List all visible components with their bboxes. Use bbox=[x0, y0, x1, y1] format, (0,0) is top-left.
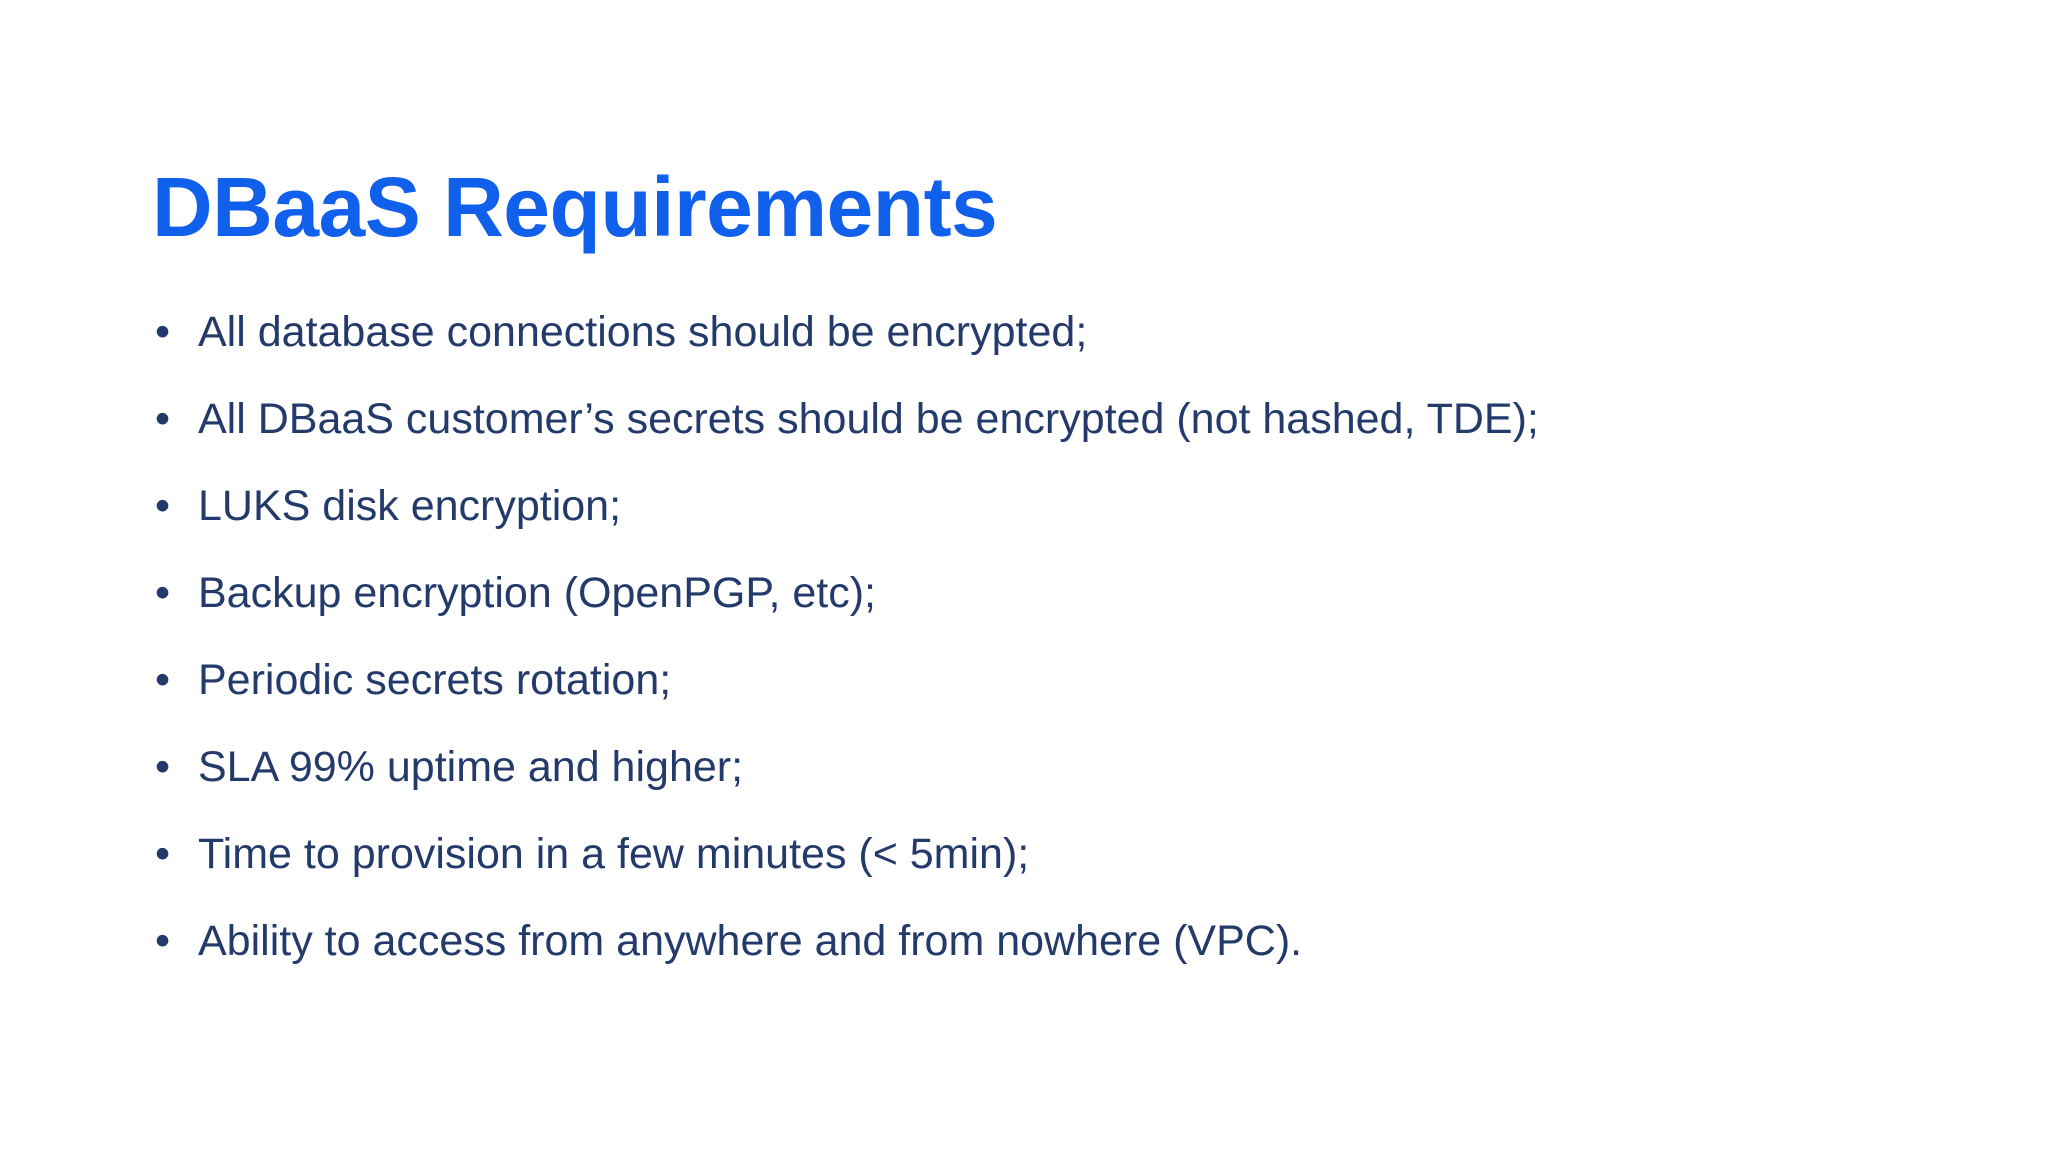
list-item: • All DBaaS customer’s secrets should be… bbox=[155, 392, 1975, 479]
bullet-point-icon: • bbox=[155, 656, 171, 704]
bullet-point-icon: • bbox=[155, 569, 171, 617]
list-item-label: Backup encryption (OpenPGP, etc); bbox=[198, 569, 877, 617]
list-item: • SLA 99% uptime and higher; bbox=[155, 740, 1975, 827]
list-item: • Backup encryption (OpenPGP, etc); bbox=[155, 566, 1975, 653]
bullet-point-icon: • bbox=[155, 395, 171, 443]
list-item: • LUKS disk encryption; bbox=[155, 479, 1975, 566]
bullet-point-icon: • bbox=[155, 917, 171, 965]
bullet-point-icon: • bbox=[155, 743, 171, 791]
list-item-label: All database connections should be encry… bbox=[198, 308, 1088, 356]
bullet-point-icon: • bbox=[155, 830, 171, 878]
list-item: • Time to provision in a few minutes (< … bbox=[155, 827, 1975, 914]
list-item-label: SLA 99% uptime and higher; bbox=[198, 743, 744, 791]
list-item: • Periodic secrets rotation; bbox=[155, 653, 1975, 740]
list-item-label: All DBaaS customer’s secrets should be e… bbox=[198, 395, 1539, 443]
list-item: • Ability to access from anywhere and fr… bbox=[155, 914, 1975, 1001]
list-item-label: Time to provision in a few minutes (< 5m… bbox=[198, 830, 1030, 878]
list-item: • All database connections should be enc… bbox=[155, 305, 1975, 392]
list-item-label: Ability to access from anywhere and from… bbox=[198, 917, 1303, 965]
page-title: DBaaS Requirements bbox=[152, 160, 998, 255]
requirements-bullet-list: • All database connections should be enc… bbox=[155, 305, 1975, 1001]
list-item-label: LUKS disk encryption; bbox=[198, 482, 622, 530]
list-item-label: Periodic secrets rotation; bbox=[198, 656, 672, 704]
bullet-point-icon: • bbox=[155, 482, 171, 530]
bullet-point-icon: • bbox=[155, 308, 171, 356]
